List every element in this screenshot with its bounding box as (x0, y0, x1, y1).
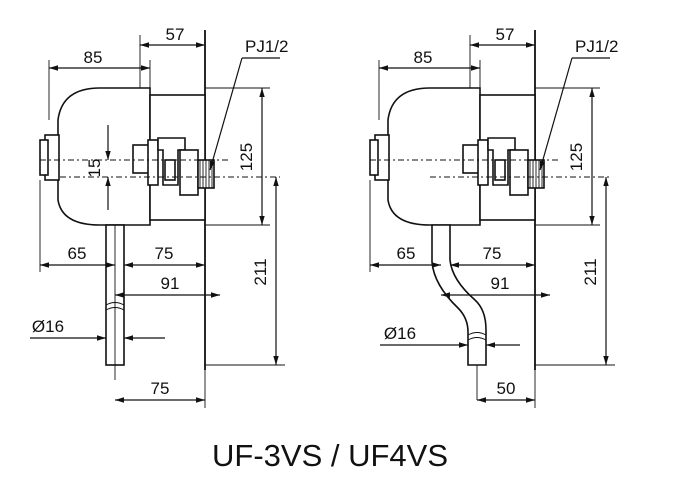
offset-drain-pipe (431, 224, 487, 400)
dim-85: 85 (414, 48, 433, 67)
right-view: 85 57 PJ1/2 125 211 65 75 91 Ø16 (369, 25, 618, 408)
dim-91: 91 (161, 274, 180, 293)
model-caption: UF-3VS / UF4VS (212, 438, 448, 473)
dim-15: 15 (85, 159, 104, 178)
dim-75-upper: 75 (155, 244, 174, 263)
thread-right (529, 160, 543, 188)
dim-75: 75 (483, 244, 502, 263)
dim-dia16: Ø16 (32, 317, 64, 336)
dim-57: 57 (166, 25, 185, 44)
dim-211: 211 (251, 258, 270, 285)
label-pj: PJ1/2 (245, 37, 288, 56)
label-pj: PJ1/2 (575, 37, 618, 56)
valve-body (39, 87, 215, 226)
dim-75-lower: 75 (151, 379, 170, 398)
dim-57: 57 (496, 25, 515, 44)
dim-125: 125 (237, 143, 256, 171)
dim-50: 50 (497, 379, 516, 398)
drain-pipe (105, 224, 125, 380)
dim-125: 125 (567, 143, 586, 171)
dim-91: 91 (491, 274, 510, 293)
dim-85: 85 (84, 48, 103, 67)
valve-body (369, 87, 545, 226)
dim-65: 65 (397, 244, 416, 263)
left-view: 85 57 PJ1/2 15 125 211 65 75 91 (30, 25, 288, 408)
dim-dia16: Ø16 (384, 324, 416, 343)
dim-211: 211 (581, 258, 600, 285)
dim-65: 65 (68, 244, 87, 263)
